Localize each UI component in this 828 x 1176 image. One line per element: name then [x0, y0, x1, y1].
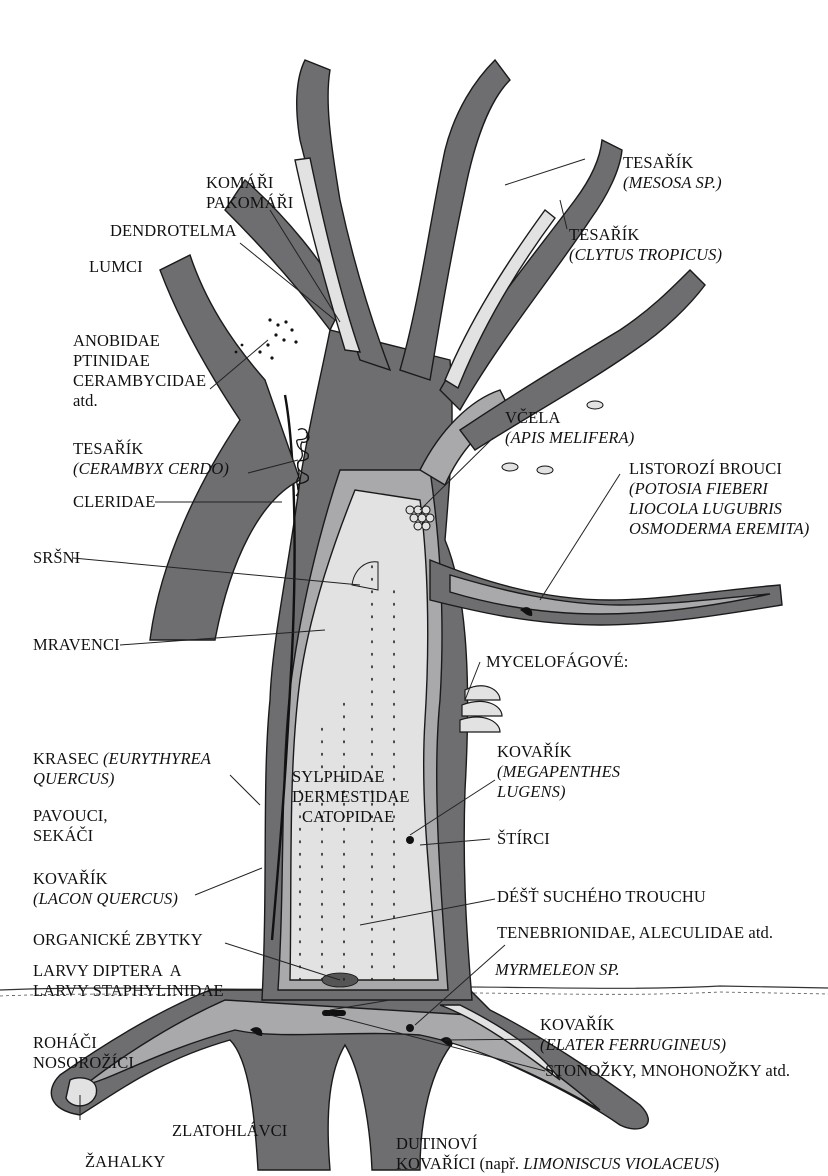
label-larvy: LARVY DIPTERA A LARVY STAPHYLINIDAE: [33, 961, 224, 1001]
label-rohaci: ROHÁČI NOSOROŽÍCI: [33, 1033, 134, 1073]
label-dutinovi: DUTINOVÍ KOVAŘÍCI (např. LIMONISCUS VIOL…: [396, 1134, 719, 1174]
label-myrmeleon-species: MYRMELEON SP.: [495, 960, 620, 979]
label-komari-line2: PAKOMÁŘI: [206, 193, 293, 213]
label-anobidae-line4: atd.: [73, 391, 206, 411]
label-stonozky: STONOŽKY, MNOHONOŽKY atd.: [545, 1061, 790, 1081]
label-pavouci: PAVOUCI, SEKÁČI: [33, 806, 108, 846]
label-dutinovi-species: LIMONISCUS VIOLACEUS: [523, 1154, 713, 1173]
label-kovarik-megapenthes-species-2: LUGENS): [497, 782, 566, 801]
label-dest: DÉŠŤ SUCHÉHO TROUCHU: [497, 887, 706, 907]
label-dutinovi-line1: DUTINOVÍ: [396, 1134, 719, 1154]
label-tesarik-mesosa: TESAŘÍK (MESOSA SP.): [623, 153, 722, 193]
label-vcela: VČELA (APIS MELIFERA): [505, 408, 634, 448]
label-krasec-name: KRASEC: [33, 749, 99, 768]
label-mravenci: MRAVENCI: [33, 635, 120, 655]
label-listorozi: LISTOROZÍ BROUCI (POTOSIA FIEBERI LIOCOL…: [629, 459, 809, 539]
label-komari: KOMÁŘI PAKOMÁŘI: [206, 173, 293, 213]
label-rohaci-line2: NOSOROŽÍCI: [33, 1053, 134, 1073]
label-listorozi-species-2: LIOCOLA LUGUBRIS: [629, 499, 782, 518]
label-zlatohlavci: ZLATOHLÁVCI: [172, 1121, 287, 1141]
label-listorozi-name: LISTOROZÍ BROUCI: [629, 459, 809, 479]
label-kovarik-lacon-species: (LACON QUERCUS): [33, 889, 178, 908]
label-dutinovi-suffix: ): [714, 1154, 720, 1173]
trunk: [262, 330, 472, 1000]
label-vcela-name: VČELA: [505, 408, 634, 428]
label-tesarik-cerambyx-species: (CERAMBYX CERDO): [73, 459, 229, 478]
label-krasec: KRASEC (EURYTHYREA QUERCUS): [33, 749, 211, 789]
label-anobidae-line2: PTINIDAE: [73, 351, 206, 371]
label-tesarik-cerambyx: TESAŘÍK (CERAMBYX CERDO): [73, 439, 229, 479]
label-larvy-line2: LARVY STAPHYLINIDAE: [33, 981, 224, 1001]
label-komari-line1: KOMÁŘI: [206, 173, 293, 193]
label-srsni: SRŠNI: [33, 548, 80, 568]
label-sylphidae-line2: DERMESTIDAE: [292, 787, 410, 807]
label-zahalky: ŽAHALKY: [85, 1152, 165, 1172]
label-larvy-line1: LARVY DIPTERA A: [33, 961, 224, 981]
label-anobidae-line1: ANOBIDAE: [73, 331, 206, 351]
label-stirci: ŠTÍRCI: [497, 829, 550, 849]
label-krasec-species-a: (EURYTHYREA: [103, 749, 211, 768]
label-cleridae: CLERIDAE: [73, 492, 155, 512]
label-kovarik-lacon-name: KOVAŘÍK: [33, 869, 178, 889]
bracket-fungus: [460, 686, 502, 732]
label-myrmeleon: MYRMELEON SP.: [495, 960, 620, 980]
label-sylphidae-line1: SYLPHIDAE: [292, 767, 410, 787]
label-kovarik-megapenthes: KOVAŘÍK (MEGAPENTHES LUGENS): [497, 742, 620, 802]
label-rohaci-line1: ROHÁČI: [33, 1033, 134, 1053]
label-vcela-species: (APIS MELIFERA): [505, 428, 634, 447]
label-kovarik-megapenthes-name: KOVAŘÍK: [497, 742, 620, 762]
label-tesarik-clytus: TESAŘÍK (CLYTUS TROPICUS): [569, 225, 722, 265]
label-dutinovi-prefix: KOVAŘÍCI (např.: [396, 1154, 523, 1173]
label-tesarik-clytus-name: TESAŘÍK: [569, 225, 722, 245]
label-mycelofagove: MYCELOFÁGOVÉ:: [486, 652, 628, 672]
label-organicke: ORGANICKÉ ZBYTKY: [33, 930, 203, 950]
label-listorozi-species-3: OSMODERMA EREMITA): [629, 519, 809, 538]
label-kovarik-lacon: KOVAŘÍK (LACON QUERCUS): [33, 869, 178, 909]
label-tesarik-cerambyx-name: TESAŘÍK: [73, 439, 229, 459]
label-kovarik-elater-name: KOVAŘÍK: [540, 1015, 726, 1035]
label-tesarik-mesosa-name: TESAŘÍK: [623, 153, 722, 173]
label-sylphidae: SYLPHIDAE DERMESTIDAE CATOPIDAE: [292, 767, 410, 827]
label-tesarik-mesosa-species: (MESOSA SP.): [623, 173, 722, 192]
label-kovarik-megapenthes-species-1: (MEGAPENTHES: [497, 762, 620, 781]
label-kovarik-elater-species: (ELATER FERRUGINEUS): [540, 1035, 726, 1054]
label-krasec-species-b: QUERCUS): [33, 769, 114, 788]
label-tesarik-clytus-species: (CLYTUS TROPICUS): [569, 245, 722, 264]
label-lumci: LUMCI: [89, 257, 143, 277]
label-dendrotelma: DENDROTELMA: [110, 221, 237, 241]
label-sylphidae-line3: CATOPIDAE: [292, 807, 410, 827]
label-listorozi-species-1: (POTOSIA FIEBERI: [629, 479, 768, 498]
label-anobidae: ANOBIDAE PTINIDAE CERAMBYCIDAE atd.: [73, 331, 206, 411]
label-pavouci-line1: PAVOUCI,: [33, 806, 108, 826]
label-tenebrionidae: TENEBRIONIDAE, ALECULIDAE atd.: [497, 923, 773, 943]
label-kovarik-elater: KOVAŘÍK (ELATER FERRUGINEUS): [540, 1015, 726, 1055]
label-anobidae-line3: CERAMBYCIDAE: [73, 371, 206, 391]
label-pavouci-line2: SEKÁČI: [33, 826, 108, 846]
